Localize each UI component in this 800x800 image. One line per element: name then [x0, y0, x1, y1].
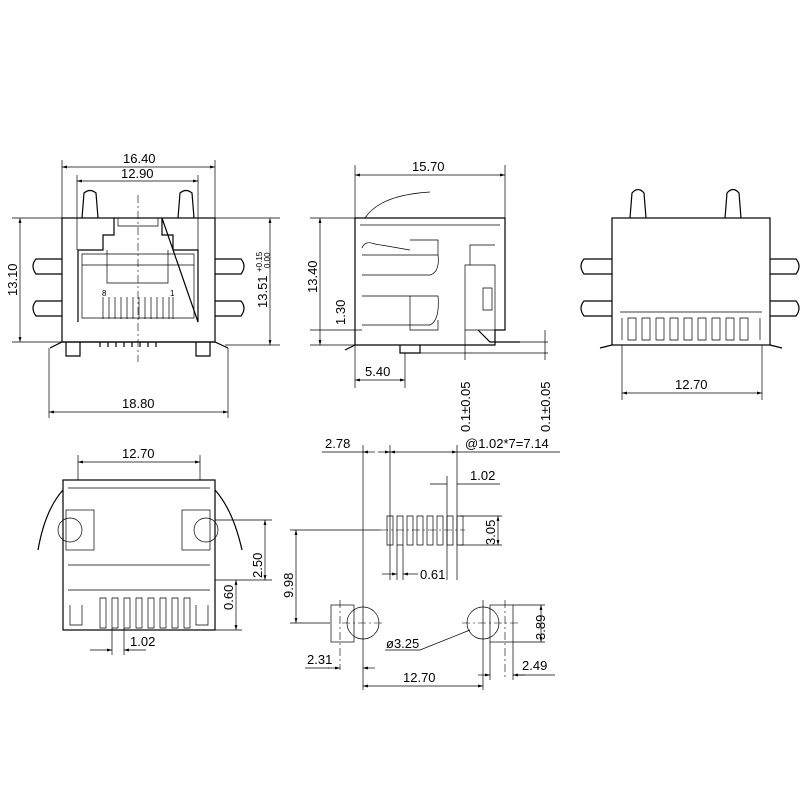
pin-1-label: 1 — [170, 289, 175, 298]
dim-coplanarity-2: 0.1±0.05 — [538, 381, 553, 432]
dim-hole-diameter: ø3.25 — [386, 636, 419, 651]
dim-12-70-footprint: 12.70 — [403, 670, 436, 685]
dim-1-02-bottom: 1.02 — [130, 634, 155, 649]
dim-2-49: 2.49 — [522, 658, 547, 673]
dim-2-78: 2.78 — [325, 436, 350, 451]
dim-2-31: 2.31 — [307, 652, 332, 667]
dim-coplanarity-1: 0.1±0.05 — [458, 381, 473, 432]
dim-0-60: 0.60 — [221, 585, 236, 610]
dim-3-89: 3.89 — [533, 615, 548, 640]
dim-18-80: 18.80 — [122, 396, 155, 411]
dim-12-90: 12.90 — [121, 166, 154, 181]
dim-13-51: 13.51 — [255, 275, 270, 308]
dim-16-40: 16.40 — [123, 151, 156, 166]
dim-5-40: 5.40 — [365, 364, 390, 379]
pin-8-label: 8 — [102, 289, 107, 298]
dim-12-70-bottom: 12.70 — [122, 446, 155, 461]
dim-13-10: 13.10 — [5, 263, 20, 296]
bottom-view: 12.70 2.50 0.60 1.02 — [37, 446, 272, 655]
front-view: 8 1 16.40 12.90 13.10 13.51 +0.15 0.00 1… — [5, 151, 280, 418]
dim-2-50: 2.50 — [250, 553, 265, 578]
pcb-footprint: 2.78 @1.02*7=7.14 1.02 3.05 0.61 9.98 3.… — [281, 436, 560, 690]
dim-9-98: 9.98 — [281, 573, 296, 598]
dim-1-02-footprint: 1.02 — [470, 468, 495, 483]
dim-13-40: 13.40 — [305, 260, 320, 293]
tol-minus: 0.00 — [263, 252, 272, 268]
rear-view: 12.70 — [580, 188, 800, 400]
tol-plus: +0.15 — [255, 251, 264, 272]
dim-1-30: 1.30 — [333, 300, 348, 325]
dim-pitch-total: @1.02*7=7.14 — [465, 436, 549, 451]
dim-0-61: 0.61 — [420, 567, 445, 582]
dim-3-05: 3.05 — [483, 520, 498, 545]
dim-15-70: 15.70 — [412, 159, 445, 174]
dim-12-70-rear: 12.70 — [675, 377, 708, 392]
side-view: 15.70 13.40 1.30 5.40 0.1±0.05 0.1±0.05 — [305, 159, 553, 432]
